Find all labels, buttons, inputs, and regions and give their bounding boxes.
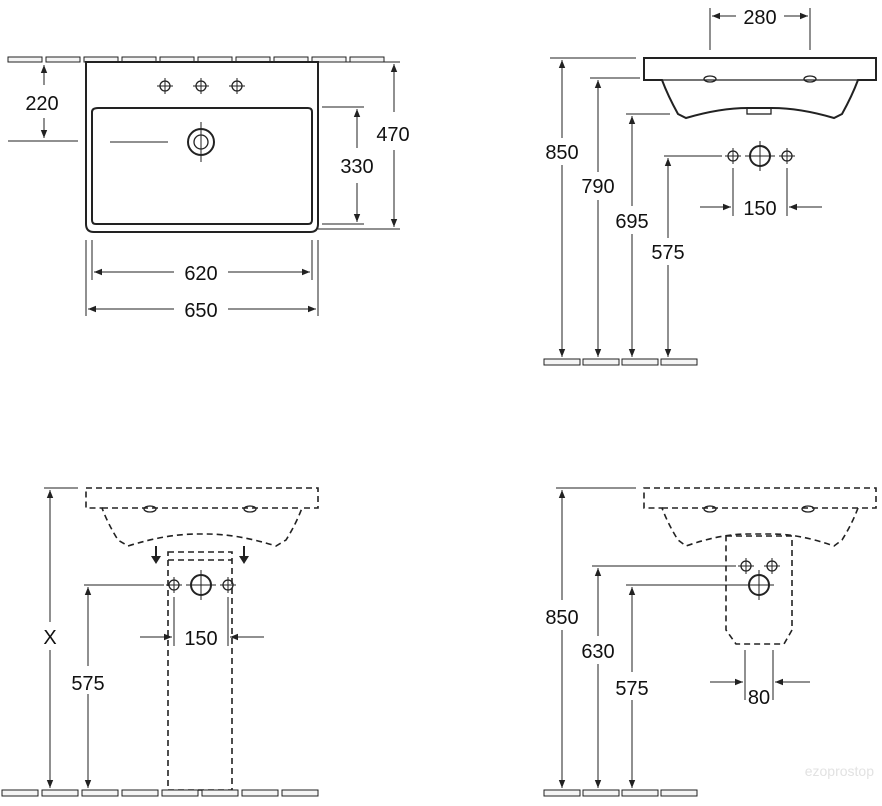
dim-575-semi: 575 — [615, 678, 648, 700]
dim-220: 220 — [25, 93, 58, 115]
dim-630: 630 — [581, 641, 614, 663]
semi-pedestal-shroud — [725, 535, 793, 645]
basin-front-outline — [643, 57, 877, 120]
floor-tiles-front — [543, 358, 698, 366]
front-fittings — [725, 141, 795, 171]
drain-hole — [110, 122, 215, 162]
pedestal-view: 150 X 575 — [1, 487, 319, 797]
pedestal-arrows — [151, 546, 249, 564]
floor-tiles-pedestal — [1, 789, 319, 797]
semi-pedestal-view: 80 850 630 575 — [543, 487, 877, 797]
dim-575-front: 575 — [651, 242, 684, 264]
dim-695: 695 — [615, 211, 648, 233]
floor-tiles-semi — [543, 789, 698, 797]
dim-150-front: 150 — [743, 198, 776, 220]
dim-x: X — [43, 627, 56, 649]
dim-850-front: 850 — [545, 142, 578, 164]
dim-280: 280 — [743, 7, 776, 29]
wall-tiles — [7, 56, 385, 63]
basin-bowl-outline — [91, 107, 313, 225]
dim-790: 790 — [581, 176, 614, 198]
top-view: 220 470 330 620 650 — [7, 56, 410, 322]
dim-150-pedestal: 150 — [184, 628, 217, 650]
dim-620: 620 — [184, 263, 217, 285]
dim-470: 470 — [376, 124, 409, 146]
watermark-text: ezoprostop — [805, 763, 874, 779]
basin-outer-outline — [85, 61, 319, 233]
dim-650: 650 — [184, 300, 217, 322]
tap-holes — [157, 78, 245, 94]
semi-pedestal-fittings — [738, 558, 780, 600]
dim-850-semi: 850 — [545, 607, 578, 629]
dim-80: 80 — [748, 687, 770, 709]
dim-575-pedestal: 575 — [71, 673, 104, 695]
front-view: 280 150 850 79 — [543, 7, 877, 366]
dim-330: 330 — [340, 156, 373, 178]
pedestal-fittings — [166, 570, 236, 600]
basin-dashed-outline-semi — [643, 487, 877, 547]
basin-dashed-outline — [85, 487, 319, 547]
